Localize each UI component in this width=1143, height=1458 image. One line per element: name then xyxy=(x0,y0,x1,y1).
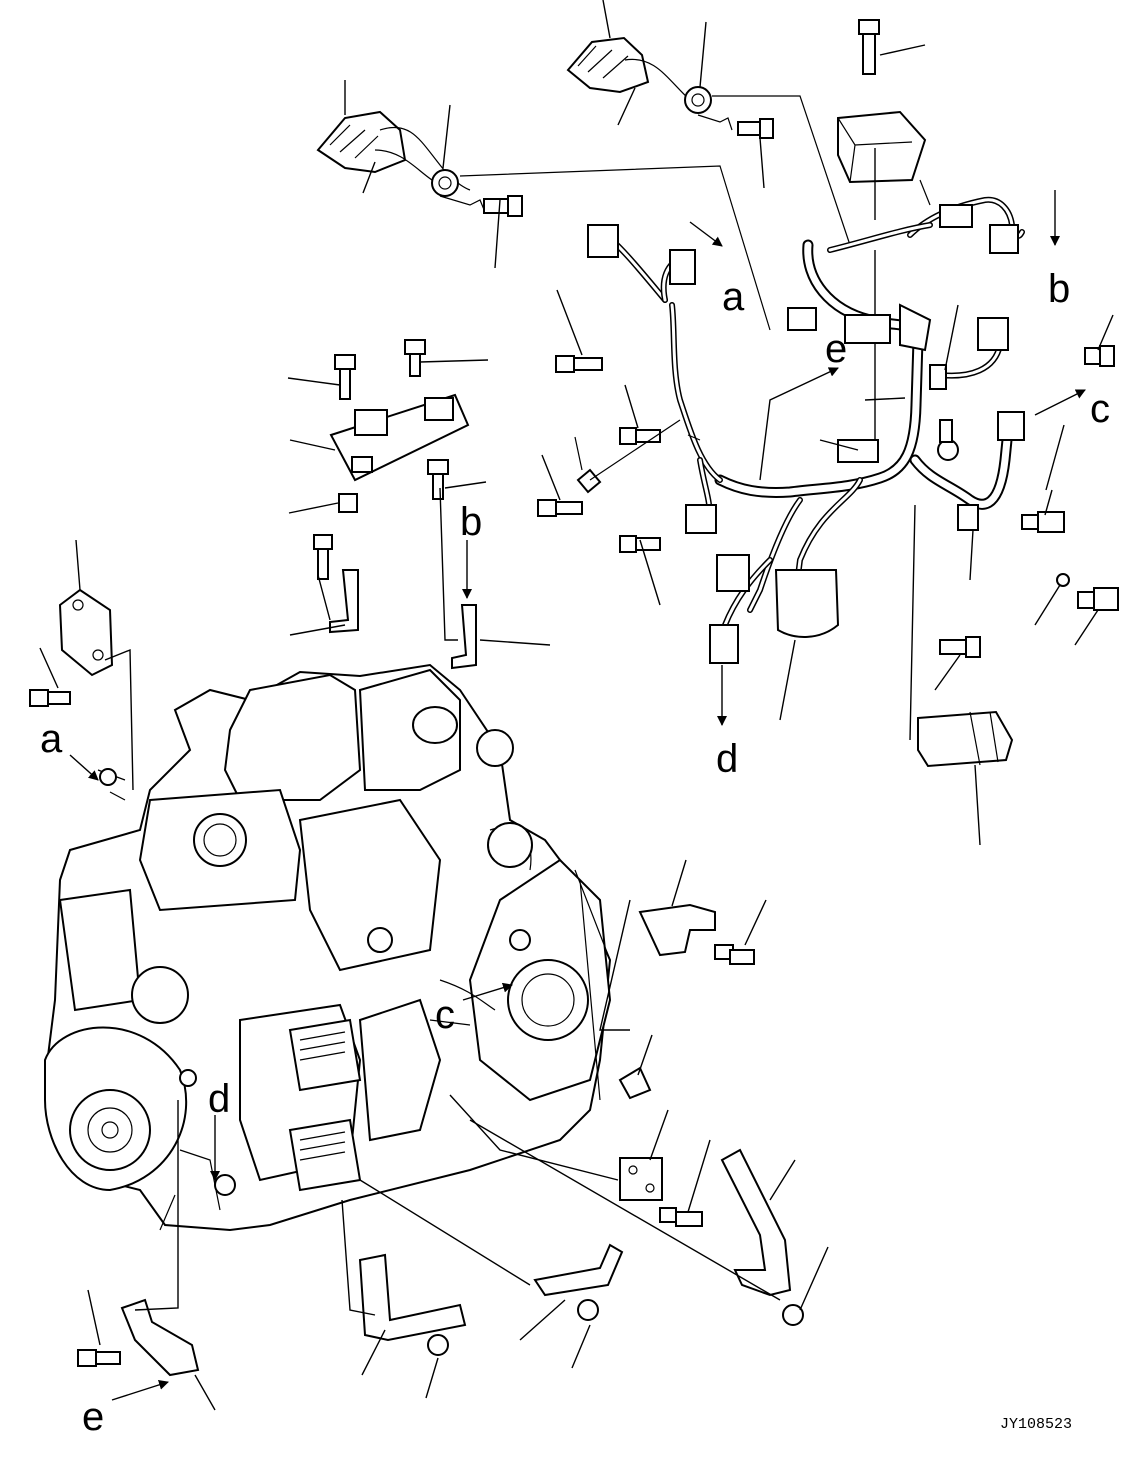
bracket-right-small xyxy=(618,1066,652,1100)
engine-assembly xyxy=(43,663,612,1232)
bolt-top-vertical xyxy=(858,19,880,75)
figure-code: JY108523 xyxy=(1000,1416,1072,1433)
bracket-right-clamp xyxy=(638,903,755,965)
callout-label-d-bottom: d xyxy=(208,1077,230,1121)
relay-box xyxy=(837,110,927,184)
mounting-plate-assembly xyxy=(313,339,470,580)
bracket-upper-left xyxy=(29,588,114,707)
callout-arrows xyxy=(69,190,1086,1401)
sensor-connector-group-right xyxy=(566,36,851,246)
callout-label-a-top: a xyxy=(722,275,745,319)
bracket-square-plate xyxy=(619,1157,703,1227)
sensor-connector-group-left xyxy=(316,110,771,331)
callout-label-c-bottom: c xyxy=(435,993,455,1037)
callout-label-e-bottom: e xyxy=(82,1395,104,1439)
harness-bolts xyxy=(537,345,1119,658)
bracket-lower-left xyxy=(77,1298,200,1377)
bolt-group-left xyxy=(483,195,523,217)
callout-label-b-bottom: b xyxy=(460,500,482,544)
bracket-lower-L xyxy=(358,1253,467,1356)
bracket-curved-stay xyxy=(720,1148,804,1326)
main-wiring-harness xyxy=(587,179,1025,768)
bolt-group-center xyxy=(737,118,774,139)
callout-label-e-top: e xyxy=(825,327,847,371)
bracket-lower-center xyxy=(533,1243,624,1321)
bracket-b-pair xyxy=(329,569,477,670)
callout-label-c-top: c xyxy=(1090,387,1110,431)
callout-label-b-top: b xyxy=(1048,267,1070,311)
callout-label-a-bottom: a xyxy=(40,717,63,761)
callout-label-d-top: d xyxy=(716,737,738,781)
